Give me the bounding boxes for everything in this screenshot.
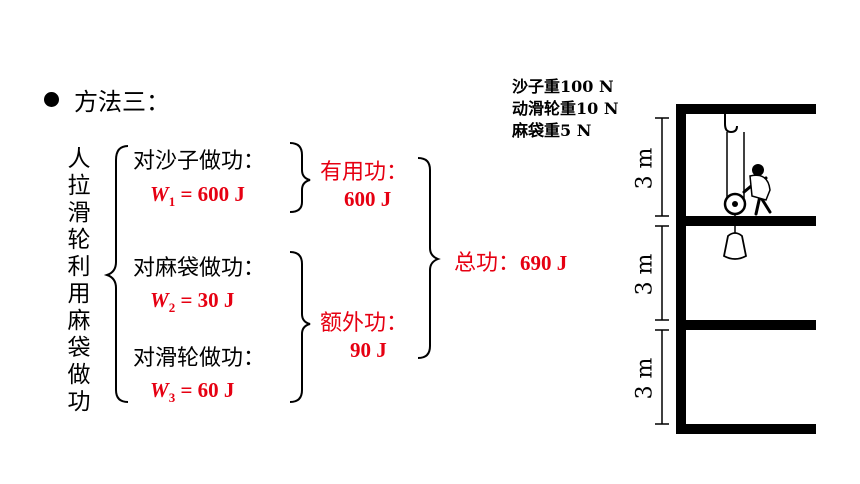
left-brace xyxy=(103,145,129,403)
figure-info: 沙子重100 N 动滑轮重10 N 麻袋重5 N xyxy=(512,76,618,142)
building-figure xyxy=(655,104,816,434)
info-pulley-weight: 动滑轮重10 N xyxy=(512,99,619,118)
w-symbol: W xyxy=(150,378,169,402)
info-bag-weight: 麻袋重5 N xyxy=(512,121,592,140)
extra-work-value: 90 J xyxy=(350,338,387,362)
item-sand-label: 对沙子做功： xyxy=(133,149,266,174)
w-subscript: 3 xyxy=(168,390,176,406)
w-value: = 30 J xyxy=(175,288,235,312)
item-pulley-label: 对滑轮做功： xyxy=(133,346,266,371)
floor-height-1: 3 m xyxy=(632,147,658,190)
w-symbol: W xyxy=(150,288,169,312)
item-bag-label: 对麻袋做功： xyxy=(133,256,266,281)
useful-work-value: 600 J xyxy=(344,187,392,211)
total-work: 总功：690 J xyxy=(454,245,567,277)
bullet-dot xyxy=(44,92,59,107)
vertical-label: 人拉滑轮利用麻袋做功 xyxy=(67,146,91,415)
useful-work-label: 有用功： xyxy=(320,160,409,185)
w-value: = 60 J xyxy=(175,378,235,402)
w-value: = 600 J xyxy=(175,182,245,206)
info-sand-weight: 沙子重100 N xyxy=(512,77,614,96)
brace-useful xyxy=(289,142,311,213)
total-work-label: 总功： xyxy=(454,251,521,276)
method-heading: 方法三： xyxy=(74,88,170,116)
item-bag-formula: W2 = 30 J xyxy=(150,288,234,316)
floor-height-2: 3 m xyxy=(632,253,658,296)
w-subscript: 2 xyxy=(168,300,176,316)
item-sand-formula: W1 = 600 J xyxy=(150,182,245,210)
brace-extra xyxy=(289,251,311,403)
w-symbol: W xyxy=(150,182,169,206)
item-pulley-formula: W3 = 60 J xyxy=(150,378,234,406)
w-subscript: 1 xyxy=(168,194,176,210)
extra-work-label: 额外功： xyxy=(320,311,409,336)
total-work-value: 690 J xyxy=(520,251,568,275)
brace-total xyxy=(417,157,441,359)
floor-height-3: 3 m xyxy=(632,357,658,400)
